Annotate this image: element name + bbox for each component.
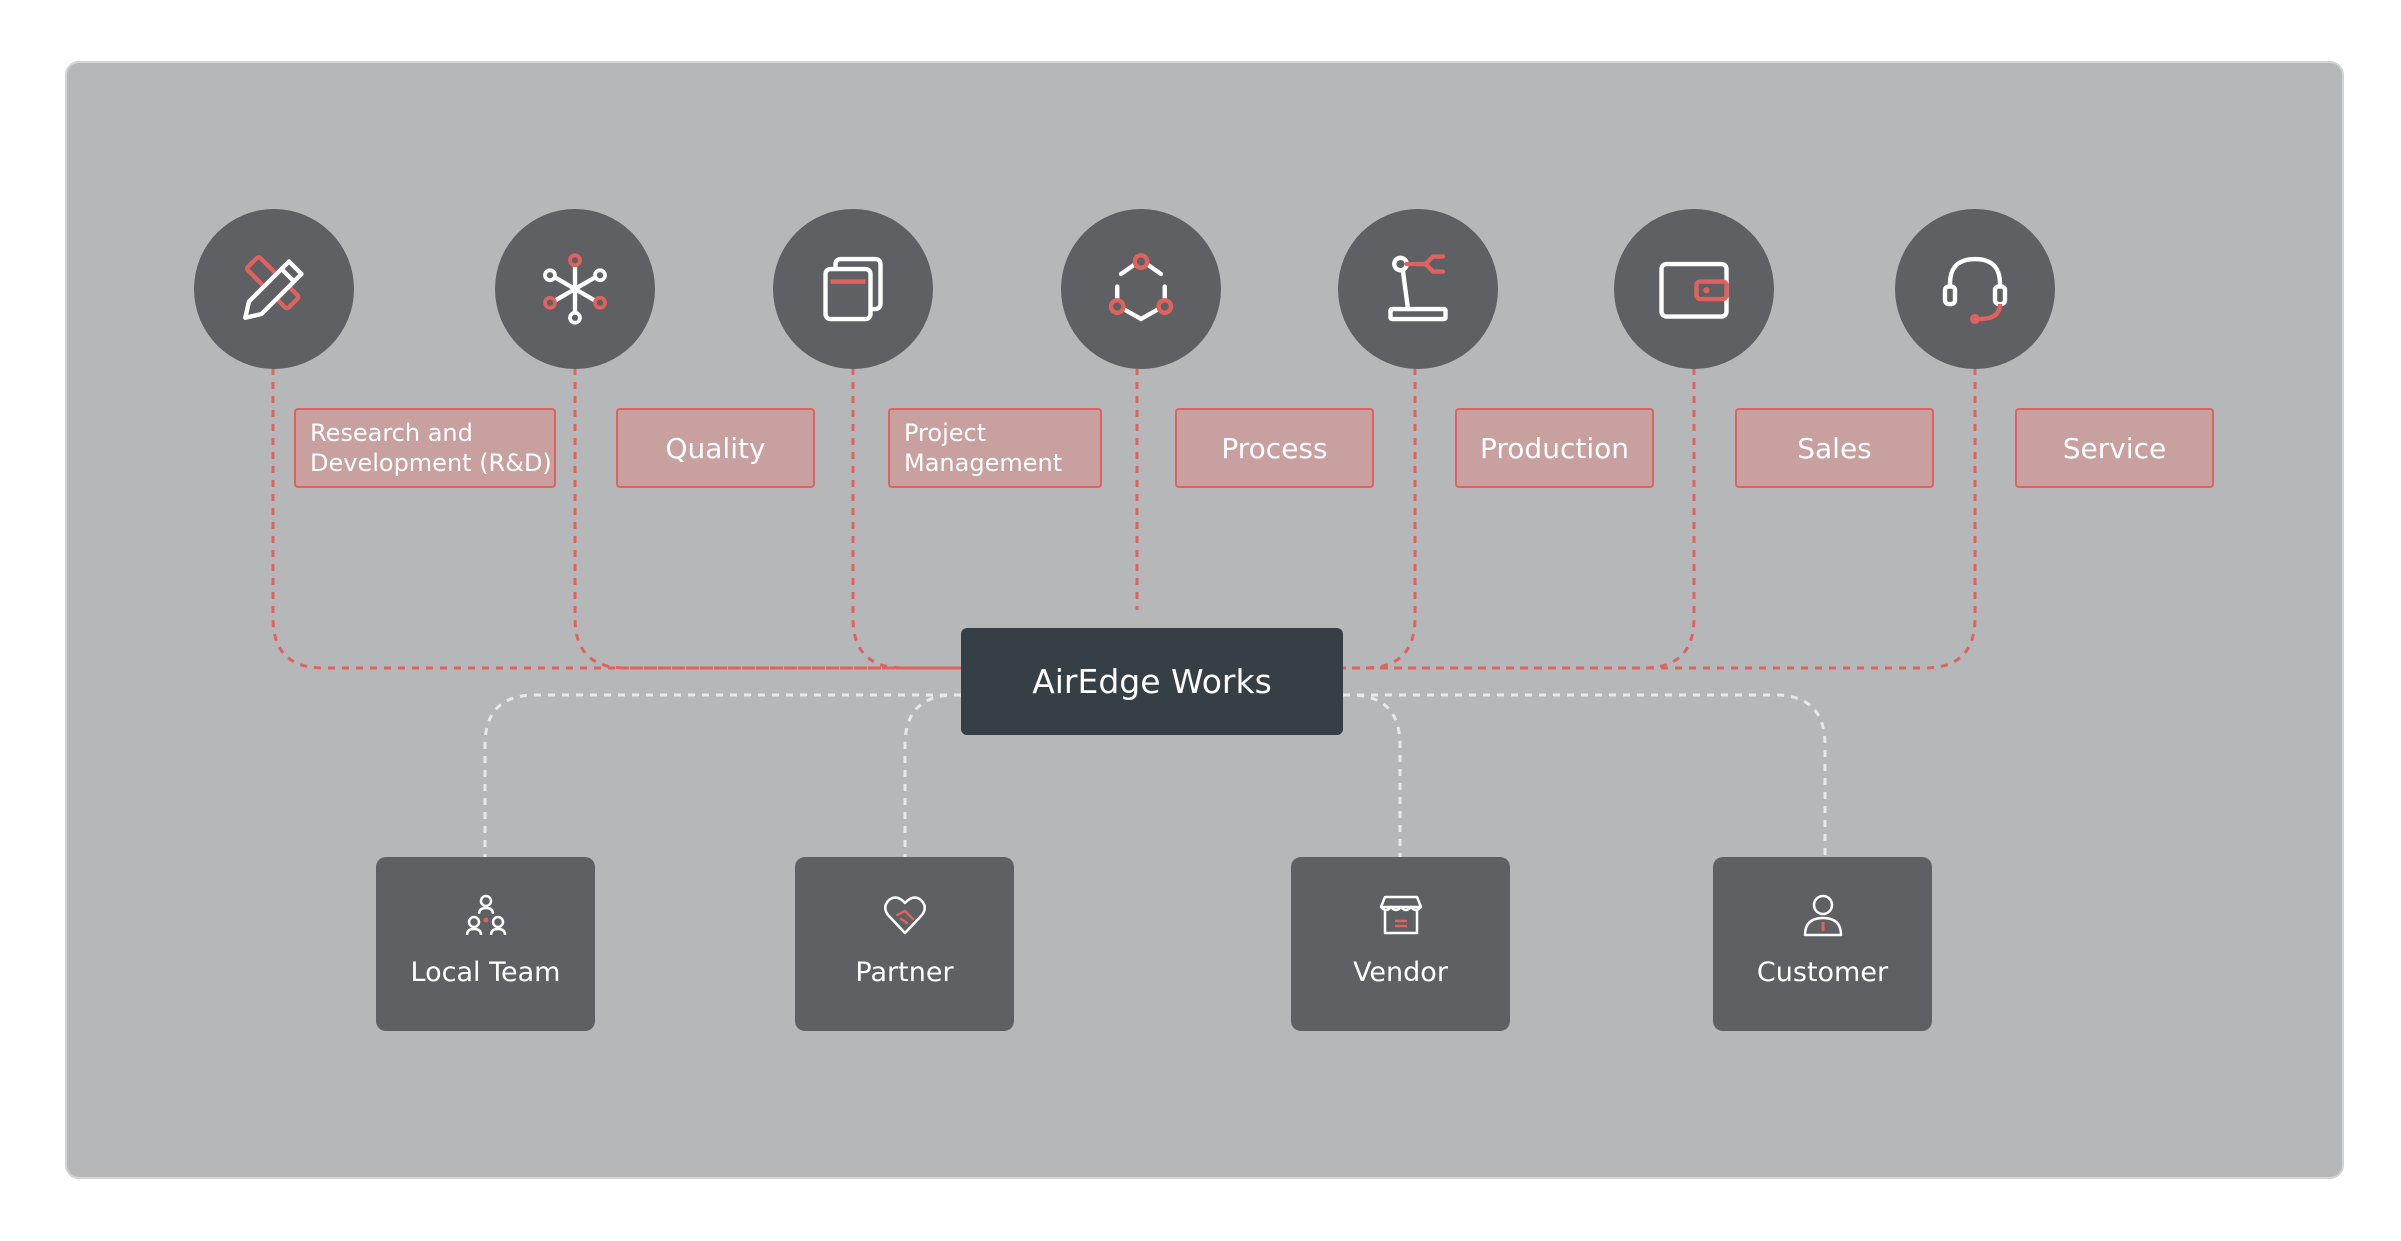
local-team-label: Local Team: [410, 957, 561, 988]
pencil-ruler-icon: [243, 255, 304, 320]
production-circle: [1338, 209, 1498, 369]
connector-rnd: [271, 368, 961, 670]
connector-partner: [903, 693, 961, 858]
person-icon: [1803, 894, 1843, 937]
vendor-label: Vendor: [1353, 957, 1448, 988]
connector-quality: [573, 368, 961, 670]
quality-label: Quality: [616, 408, 815, 488]
headset-icon: [1942, 256, 2008, 324]
rnd-circle: [194, 209, 354, 369]
quality-circle: [495, 209, 655, 369]
heart-handshake-icon: [884, 896, 926, 935]
partner-card: Partner: [795, 857, 1014, 1031]
connector-vendor: [1343, 693, 1402, 858]
team-icon: [465, 894, 507, 936]
customer-label: Customer: [1756, 957, 1889, 988]
network-nodes-icon: [543, 253, 607, 325]
service-label: Service: [2015, 408, 2214, 488]
wallet-icon: [1659, 261, 1729, 319]
process-circle: [1061, 209, 1221, 369]
process-label: Process: [1175, 408, 1374, 488]
stacked-pages-icon: [823, 256, 883, 322]
sales-label: Sales: [1735, 408, 1934, 488]
connector-local-team: [483, 693, 961, 858]
service-circle: [1895, 209, 2055, 369]
project-management-label: Project Management: [888, 408, 1102, 488]
production-label: Production: [1455, 408, 1654, 488]
hub-node: AirEdge Works: [961, 628, 1343, 735]
rnd-label: Research and Development (R&D): [294, 408, 556, 488]
connector-service: [1343, 368, 1977, 670]
local-team-card: Local Team: [376, 857, 595, 1031]
vendor-card: Vendor: [1291, 857, 1510, 1031]
customer-card: Customer: [1713, 857, 1932, 1031]
sales-circle: [1614, 209, 1774, 369]
robot-arm-icon: [1388, 254, 1448, 322]
project-management-circle: [773, 209, 933, 369]
storefront-icon: [1379, 895, 1423, 935]
partner-label: Partner: [855, 957, 954, 988]
cycle-nodes-icon: [1108, 253, 1174, 322]
connector-customer: [1343, 693, 1827, 858]
connector-project-management: [851, 368, 961, 670]
